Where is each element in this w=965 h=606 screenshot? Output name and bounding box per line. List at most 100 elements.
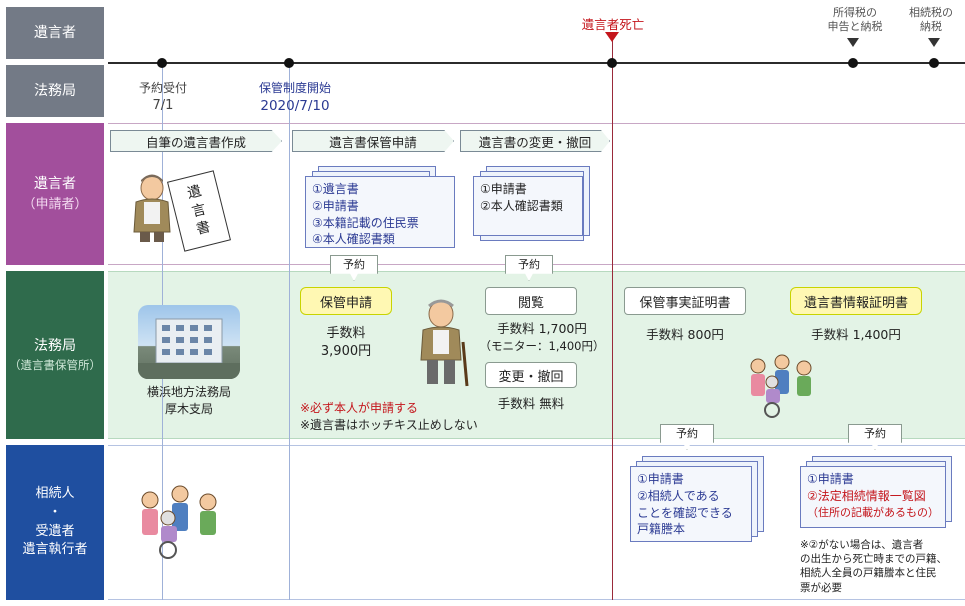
- change-withdraw-box: 変更・撤回: [485, 362, 577, 388]
- office-name-line1: 横浜地方法務局: [146, 385, 231, 399]
- row-label-storage-office: 法務局 （遺言書保管所）: [6, 271, 104, 439]
- death-marker-icon: [605, 32, 619, 42]
- timeline-dot-3: [607, 58, 617, 68]
- testator-figure-icon: [128, 172, 178, 244]
- row-label-storage-office-line1: 法務局: [34, 337, 76, 354]
- income-tax-label: 所得税の 申告と納税: [810, 6, 900, 35]
- heir-doc2-line3: （住所の記載があるもの）: [807, 505, 939, 519]
- will-info-certificate-label: 遺言書情報証明書: [803, 295, 908, 311]
- stage-change: 遺言書の変更・撤回: [460, 130, 610, 152]
- view-fee-value: 手数料 1,700円: [497, 321, 587, 336]
- change-docs: ①申請書 ②本人確認書類: [473, 176, 583, 236]
- change-withdraw-label: 変更・撤回: [498, 369, 564, 385]
- view-fee: 手数料 1,700円 （モニター：1,400円）: [472, 320, 612, 354]
- storage-application-label: 保管申請: [319, 295, 372, 311]
- change-withdraw-fee: 手数料 無料: [497, 396, 565, 411]
- inheritance-tax-label-line1: 相続税の: [909, 6, 953, 19]
- office-building-photo: [138, 305, 240, 379]
- stage-apply: 遺言書保管申請: [292, 130, 454, 152]
- stage-create-will-text: 自筆の遺言書作成: [145, 134, 246, 150]
- stage-apply-text: 遺言書保管申請: [329, 134, 417, 150]
- row-label-heirs-line2: ・: [48, 504, 62, 520]
- stage-create-will: 自筆の遺言書作成: [110, 130, 282, 152]
- view-label: 閲覧: [517, 295, 544, 311]
- storage-fee: 手数料 3,900円: [300, 325, 392, 361]
- notes: ※必ず本人が申請する ※遺言書はホッチキス止めしない: [300, 400, 520, 434]
- elderly-man-figure-icon: [413, 298, 471, 388]
- reservation-start-date: 7/1: [152, 97, 174, 113]
- footnote-line1: ※②がない場合は、遺言者: [800, 539, 924, 551]
- timeline-dot-4: [848, 58, 858, 68]
- income-tax-label-line1: 所得税の: [833, 6, 877, 19]
- timeline-dot-2: [284, 58, 294, 68]
- custody-certificate-fee: 手数料 800円: [646, 327, 724, 342]
- death-divider: [612, 38, 613, 600]
- reservation-start: 予約受付 7/1: [128, 80, 198, 115]
- inheritance-tax-marker-icon: [928, 38, 940, 47]
- apply-docs: ①遺言書 ②申請書 ③本籍記載の住民票 ④本人確認書類: [305, 176, 455, 248]
- row-label-legal-bureau-text: 法務局: [34, 82, 76, 99]
- reservation-callout-view-text: 予約: [518, 258, 540, 271]
- heir-docs-1: ①申請書 ②相続人である ことを確認できる 戸籍謄本: [630, 466, 752, 542]
- footnote: ※②がない場合は、遺言者 の出生から死亡時までの戸籍、 相続人全員の戸籍謄本と住…: [800, 538, 962, 595]
- change-doc-1: ①申請書: [480, 182, 527, 196]
- note-2: ※遺言書はホッチキス止めしない: [300, 417, 478, 432]
- storage-fee-label: 手数料: [326, 326, 366, 341]
- system-start-date: 2020/7/10: [260, 97, 330, 114]
- inheritance-tax-label-line2: 納税: [920, 20, 942, 34]
- reservation-callout-info-text: 予約: [864, 427, 886, 440]
- heir-doc1-line2: ②相続人である: [637, 488, 720, 503]
- change-doc-2: ②本人確認書類: [480, 198, 563, 213]
- custody-certificate-box: 保管事実証明書: [624, 287, 746, 315]
- apply-doc-3: ③本籍記載の住民票: [312, 215, 419, 230]
- row-label-heirs-line1: 相続人: [35, 485, 75, 501]
- heir-doc2-line1: ①申請書: [807, 472, 854, 486]
- row-label-heirs-line4: 遺言執行者: [22, 542, 88, 558]
- row-label-heirs-line3: 受遺者: [35, 523, 75, 539]
- footnote-line3: 相続人全員の戸籍謄本と住民: [800, 567, 937, 580]
- reservation-callout-custody-text: 予約: [676, 427, 698, 440]
- view-box: 閲覧: [485, 287, 577, 315]
- storage-fee-value: 3,900円: [320, 344, 372, 360]
- stage-change-text: 遺言書の変更・撤回: [478, 134, 592, 150]
- inheritance-tax-label: 相続税の 納税: [900, 6, 962, 35]
- income-tax-label-line2: 申告と納税: [827, 20, 883, 34]
- heir-doc1-line1: ①申請書: [637, 472, 684, 486]
- row-label-applicant-line2: （申請者）: [22, 196, 88, 212]
- reservation-start-label: 予約受付: [138, 81, 187, 95]
- storage-application-box: 保管申請: [300, 287, 392, 315]
- timeline-line: [108, 62, 965, 64]
- heir-docs-2: ①申請書 ②法定相続情報一覧図 （住所の記載があるもの）: [800, 466, 946, 528]
- footnote-line4: 票が必要: [800, 581, 842, 594]
- death-label: 遺言者死亡: [581, 17, 645, 32]
- row-label-applicant-line1: 遺言者: [34, 175, 76, 192]
- column-divider-2: [289, 65, 290, 600]
- family-group-icon: [742, 352, 822, 418]
- row-label-testator-text: 遺言者: [34, 24, 76, 41]
- custody-certificate-label: 保管事実証明書: [639, 295, 731, 311]
- note-1: ※必ず本人が申請する: [300, 401, 419, 415]
- heir-doc1-line3: ことを確認できる: [637, 505, 733, 520]
- apply-doc-2: ②申請書: [312, 198, 359, 213]
- timeline-dot-1: [157, 58, 167, 68]
- row-label-heirs: 相続人 ・ 受遺者 遺言執行者: [6, 445, 104, 600]
- will-info-certificate-fee: 手数料 1,400円: [811, 327, 901, 342]
- row-label-testator: 遺言者: [6, 7, 104, 59]
- heir-doc2-line2: ②法定相続情報一覧図: [807, 488, 926, 503]
- row-label-applicant: 遺言者 （申請者）: [6, 123, 104, 265]
- heirs-family-icon: [132, 482, 228, 560]
- system-start: 保管制度開始 2020/7/10: [240, 80, 350, 116]
- apply-doc-4: ④本人確認書類: [312, 232, 395, 247]
- heirs-band: [108, 445, 965, 600]
- view-fee-monitor: （モニター：1,400円）: [479, 338, 605, 353]
- apply-doc-1: ①遺言書: [312, 182, 359, 196]
- timeline-dot-5: [929, 58, 939, 68]
- will-char-3: 書: [194, 219, 213, 239]
- income-tax-marker-icon: [847, 38, 859, 47]
- office-name: 横浜地方法務局 厚木支局: [126, 384, 252, 418]
- footnote-line2: の出生から死亡時までの戸籍、: [800, 553, 947, 566]
- will-info-certificate-box: 遺言書情報証明書: [790, 287, 922, 315]
- heir-doc1-line4: 戸籍謄本: [637, 522, 686, 537]
- system-start-label: 保管制度開始: [258, 81, 331, 95]
- row-label-storage-office-line2: （遺言書保管所）: [9, 357, 101, 372]
